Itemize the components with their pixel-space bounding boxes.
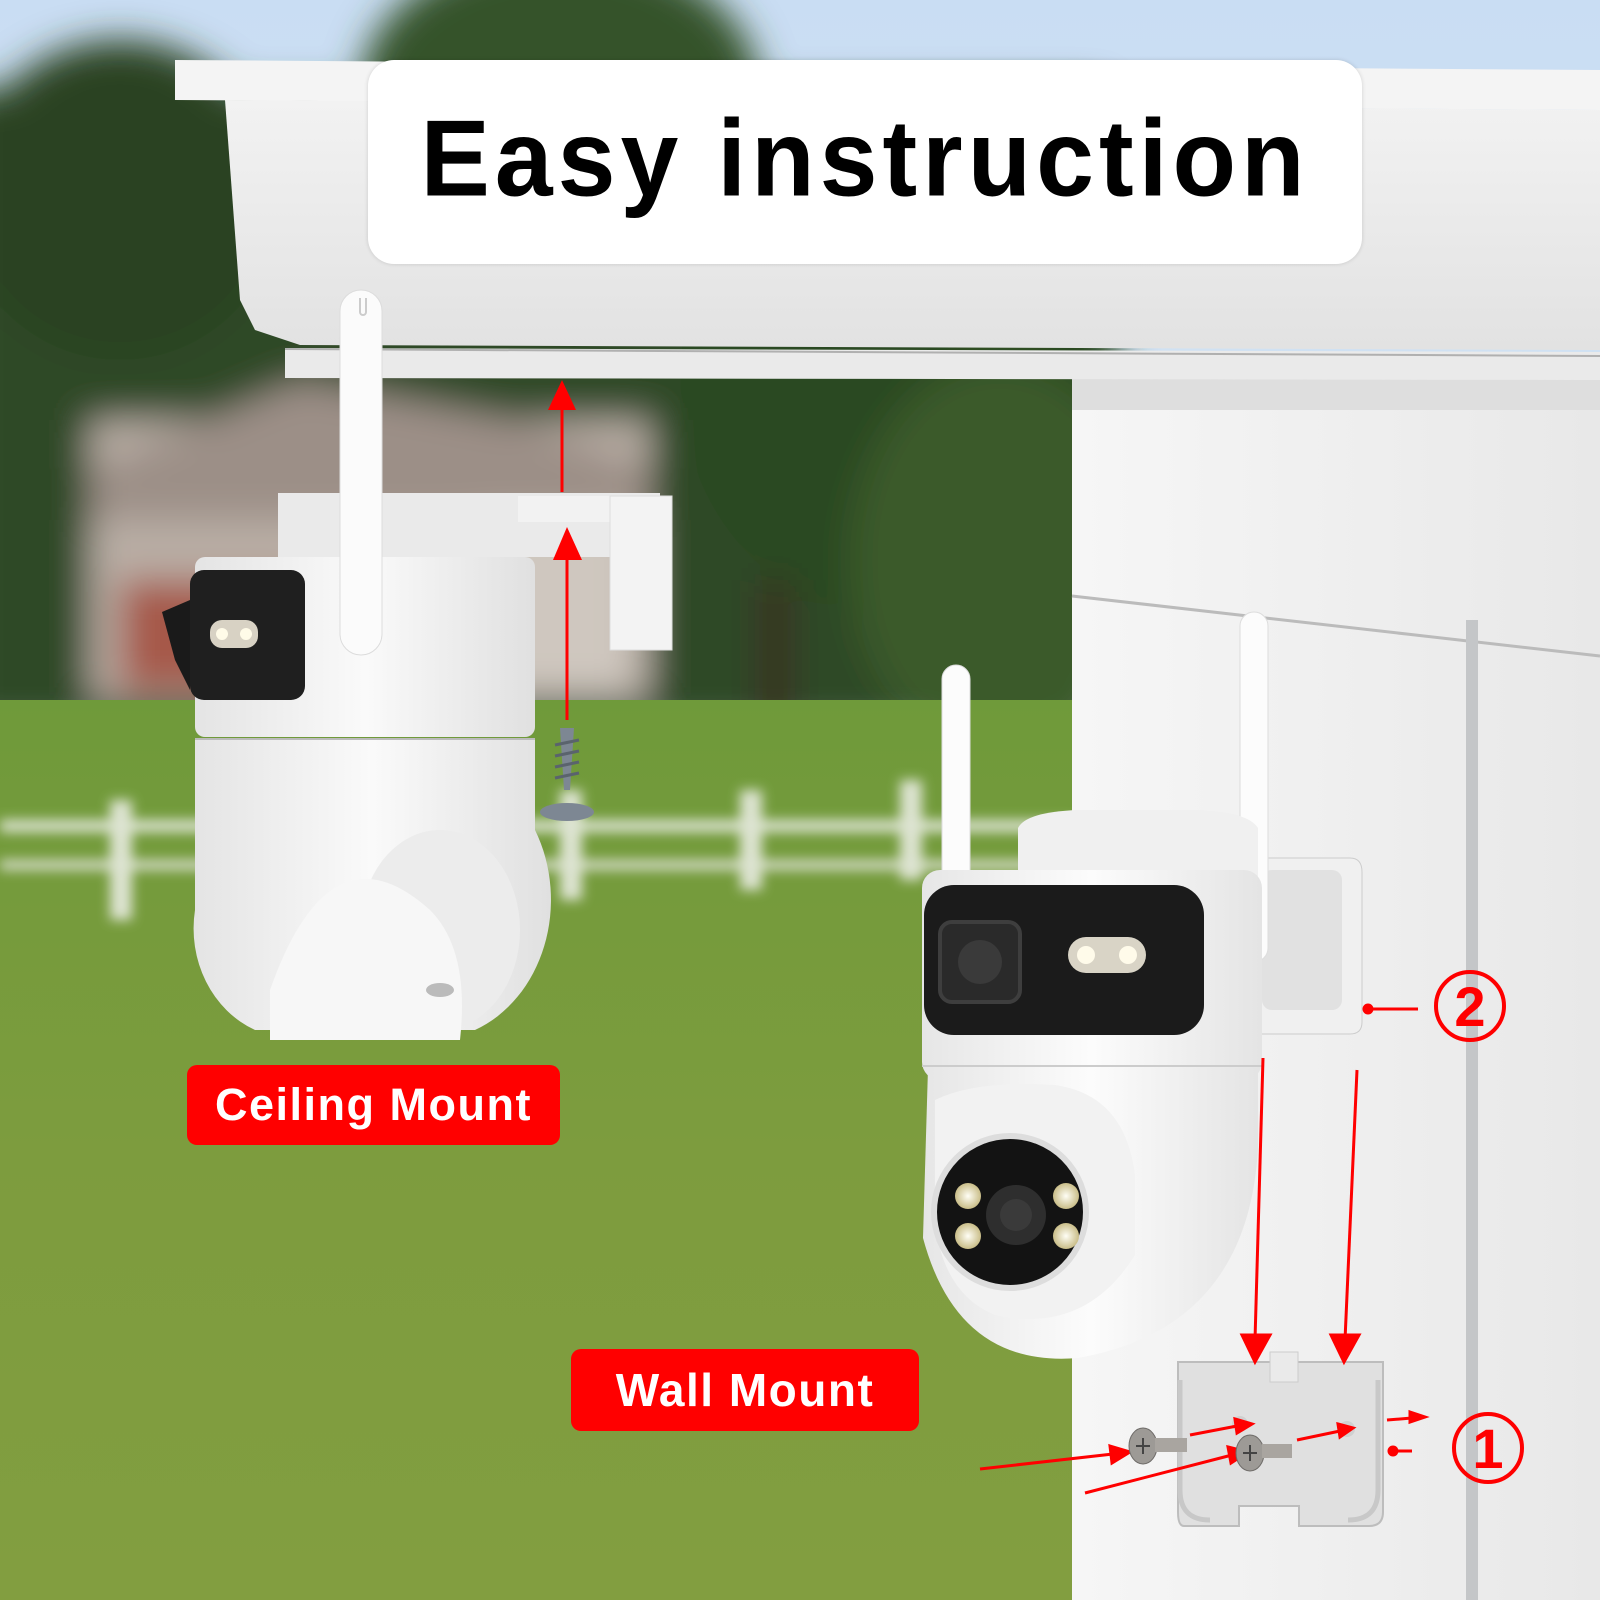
screw-icon xyxy=(540,728,594,821)
wall-mount-label: Wall Mount xyxy=(571,1349,919,1431)
step-2-badge: 2 xyxy=(1434,970,1506,1042)
title-banner: Easy instruction xyxy=(368,60,1362,264)
ceiling-mount-label: Ceiling Mount xyxy=(187,1065,560,1145)
mount-bracket-icon xyxy=(1177,1351,1384,1527)
page-title: Easy instruction xyxy=(420,98,1310,219)
screw-icon xyxy=(1128,1427,1187,1465)
step-1-badge: 1 xyxy=(1452,1412,1524,1484)
screw-icon xyxy=(1235,1434,1292,1472)
